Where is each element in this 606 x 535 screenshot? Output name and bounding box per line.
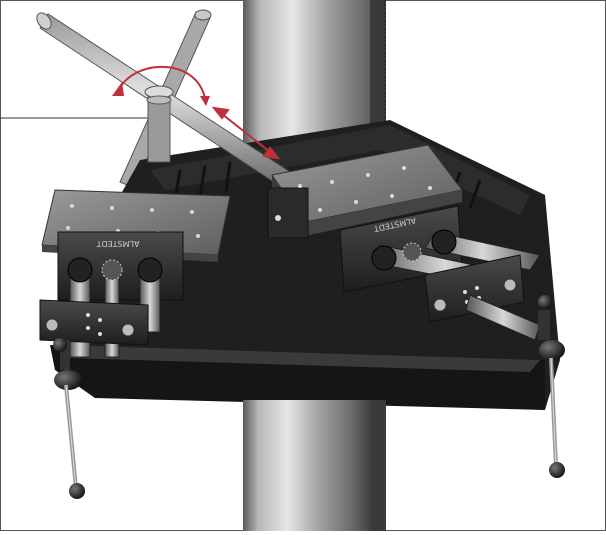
curved-double-arrow-icon xyxy=(112,65,210,106)
pillar-rack xyxy=(371,400,386,531)
vise-left-handle xyxy=(53,338,85,499)
vise-left-engraving: ALMSTEDT xyxy=(96,239,139,248)
vise-left: ALMSTEDT xyxy=(39,189,231,499)
vise-right: ALMSTEDT xyxy=(267,144,565,478)
straight-double-arrow-icon xyxy=(211,106,281,160)
pivot-clamp xyxy=(144,85,174,163)
pillar-lower xyxy=(243,400,371,531)
vise-right-handle xyxy=(538,295,565,478)
